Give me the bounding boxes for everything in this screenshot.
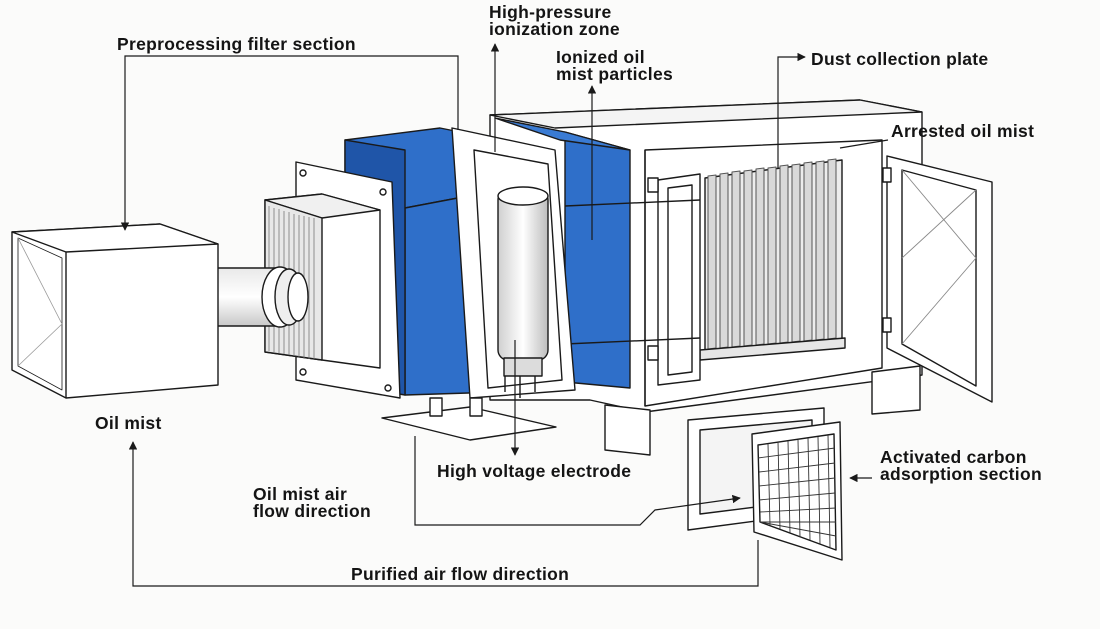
label-ionization-line1: High-pressure xyxy=(489,2,612,22)
base-plate xyxy=(381,406,557,441)
arrow-preprocessing xyxy=(120,55,459,231)
label-activated-carbon: Activated carbon adsorption section xyxy=(880,447,1042,484)
label-ionized-particles: Ionized oil mist particles xyxy=(556,47,674,84)
label-activated-line2: adsorption section xyxy=(880,464,1042,484)
label-oil-mist-flow: Oil mist air flow direction xyxy=(253,484,371,521)
label-ionization-zone: High-pressure ionization zone xyxy=(489,2,620,39)
electrode-base xyxy=(429,397,483,417)
carbon-filter-grid xyxy=(751,421,843,561)
label-ionization-line2: ionization zone xyxy=(489,19,620,39)
label-ionized-line1: Ionized oil xyxy=(556,47,645,67)
arrow-dust-plate xyxy=(777,52,806,168)
label-purified-flow: Purified air flow direction xyxy=(351,564,570,584)
arrow-purified-flow xyxy=(128,441,759,587)
inlet-hood xyxy=(11,223,219,399)
cabinet-front-frame xyxy=(647,173,701,386)
label-airflow-line2: flow direction xyxy=(253,501,371,521)
leader-lines xyxy=(120,43,889,587)
label-dust-plate: Dust collection plate xyxy=(811,49,989,69)
open-door xyxy=(882,155,993,403)
label-preprocessing: Preprocessing filter section xyxy=(117,34,356,54)
arrow-oil-mist-flow xyxy=(414,436,741,526)
inlet-pipe xyxy=(213,266,309,328)
label-ionized-line2: mist particles xyxy=(556,64,674,84)
label-oil-mist: Oil mist xyxy=(95,413,162,433)
label-airflow-line1: Oil mist air xyxy=(253,484,348,504)
label-hv-electrode: High voltage electrode xyxy=(437,461,632,481)
dust-collection-plates xyxy=(699,158,846,361)
electrode-cylinder xyxy=(497,186,549,398)
label-activated-line1: Activated carbon xyxy=(880,447,1027,467)
line-arrested xyxy=(839,139,889,149)
label-arrested-oil-mist: Arrested oil mist xyxy=(891,121,1035,141)
